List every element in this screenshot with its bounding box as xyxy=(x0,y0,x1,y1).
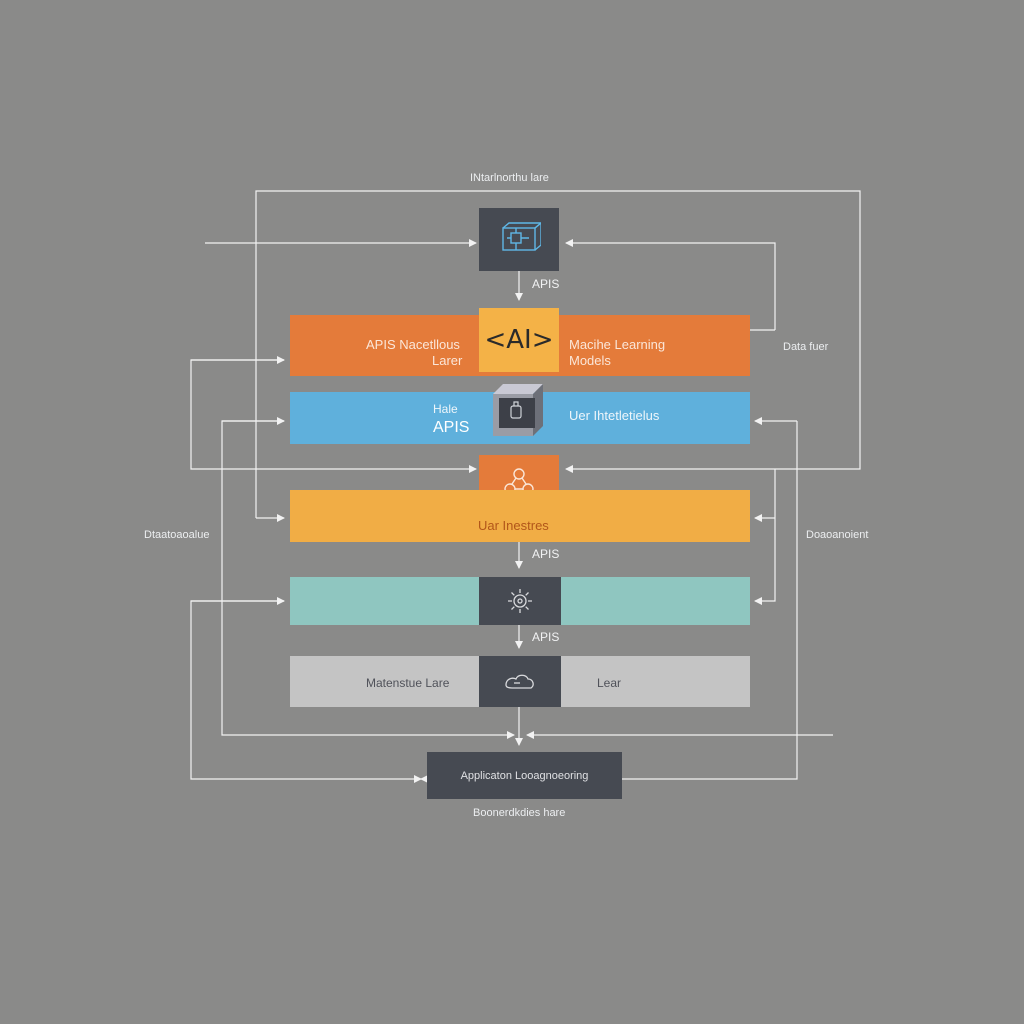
edge-label-apis-2: APIS xyxy=(532,547,560,561)
orange-left-line1: APIS Nacetllous xyxy=(366,337,460,352)
amber-center-text: Uar Inestres xyxy=(478,518,549,533)
blue-left-line2: APIS xyxy=(433,419,470,436)
connector-top-frame-left xyxy=(255,190,861,518)
gear-node xyxy=(479,577,561,625)
orange-left-line2: Larer xyxy=(432,353,463,368)
cloud-hand-icon xyxy=(505,674,534,689)
right-top-label: Data fuer xyxy=(783,341,829,353)
blue-left-line1: Hale xyxy=(433,402,458,416)
blue-right-text: Uer Ihtetletielus xyxy=(569,408,660,423)
application-box: Applicaton Looagnoeoring xyxy=(427,752,622,799)
bottom-label: Boonerdkdies hare xyxy=(473,807,566,819)
left-mid-label: Dtaatoaoalue xyxy=(144,529,210,541)
server-cube-icon xyxy=(493,384,543,436)
orange-right-line2: Models xyxy=(569,353,611,368)
edge-label-apis-1: APIS xyxy=(532,277,560,291)
connector-right-in-top xyxy=(565,239,776,330)
top-node xyxy=(479,208,559,271)
server-cube xyxy=(489,380,545,438)
application-box-text: Applicaton Looagnoeoring xyxy=(460,769,589,782)
top-label: INtarlnorthu lare xyxy=(470,172,549,184)
gear-icon xyxy=(508,589,532,613)
ai-badge: <AI> xyxy=(479,308,559,372)
connector-right-loop-b xyxy=(754,469,776,605)
microchip-icon xyxy=(502,221,541,251)
ai-badge-text: <AI> xyxy=(484,325,554,355)
right-mid-label: Doaoanoient xyxy=(806,529,869,541)
cloud-node xyxy=(479,656,561,707)
gray-right-text: Lear xyxy=(597,676,622,690)
edge-label-apis-3: APIS xyxy=(532,630,560,644)
gray-left-text: Matenstue Lare xyxy=(366,676,450,690)
orange-right-line1: Macihe Learning xyxy=(569,337,666,352)
amber-layer xyxy=(290,490,750,542)
